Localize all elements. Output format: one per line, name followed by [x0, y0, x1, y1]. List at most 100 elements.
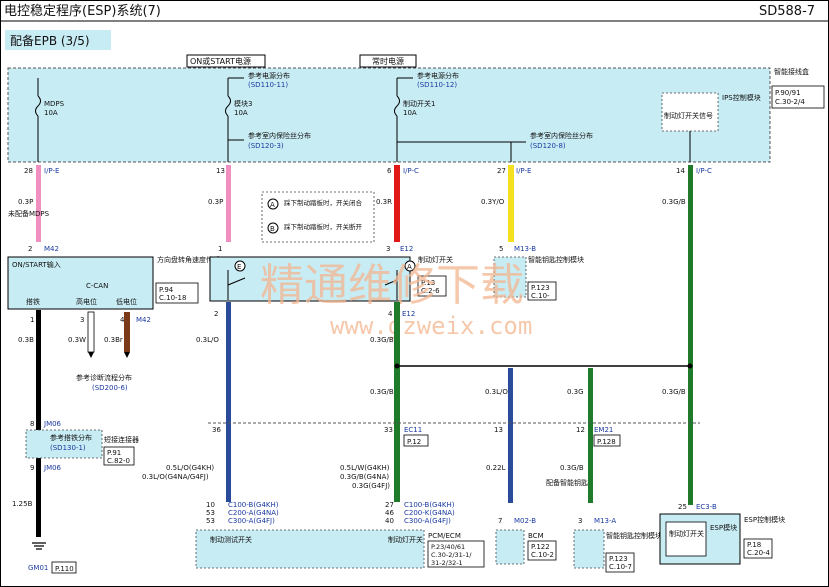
pin-jm06-a: JM06	[43, 420, 62, 428]
gm01-ref-box	[51, 561, 77, 574]
circle-a2-label: A	[407, 263, 412, 271]
smart-junction-ref2: C.30-2/4	[775, 98, 805, 106]
wire-module3-pink	[226, 165, 231, 242]
always-power-box	[359, 54, 417, 68]
pcm-test-sw: 制动测试开关	[210, 535, 252, 544]
pin-m13a-3: 3	[578, 517, 582, 525]
sas-gnd: 搭铁	[26, 297, 40, 306]
joint-ref-box	[103, 446, 135, 466]
pin-sas1: 1	[30, 316, 34, 324]
pcm-conn3: C300-A(G4FJ)	[228, 517, 275, 525]
pcm-ref2: C.30-2/31-1/	[431, 551, 472, 559]
brake-sw-ref2: C.2-6	[421, 287, 440, 295]
pin-sw4: 4	[388, 310, 393, 318]
wire-03yo: 0.3Y/O	[481, 198, 505, 206]
circle-a	[267, 198, 279, 210]
joint-name: 短接连接器	[104, 435, 139, 444]
pin-sas3: 3	[80, 316, 84, 324]
diag-code[interactable]: (SD200-6)	[92, 384, 128, 392]
pin-12: 12	[576, 426, 585, 434]
circle-b-label: B	[270, 225, 275, 233]
esp-name: ESP控制模块	[744, 515, 785, 524]
smart-junction-title: 智能接线盒	[774, 67, 809, 76]
brake-sw-ref1: P.13	[421, 279, 435, 287]
circle-b	[267, 222, 279, 234]
mdps-fuse-amp: 10A	[44, 109, 58, 117]
bcm-ref2: C.10-2	[531, 551, 554, 559]
esp-box-label: 制动灯开关	[669, 529, 704, 538]
sas-low: 低电位	[116, 297, 137, 306]
pcm-box	[195, 529, 425, 569]
sas-ref-box	[155, 282, 199, 304]
brake-sw-name: 制动灯开关	[418, 255, 453, 264]
pin-c10: 10	[206, 501, 215, 509]
smart-junction-box	[7, 67, 771, 163]
pin-33: 33	[384, 426, 393, 434]
bcm-ref-box	[527, 540, 557, 561]
page-title: 电控稳定程序(ESP)系统(7)	[4, 3, 161, 19]
wire-03p-a: 0.3P	[18, 198, 33, 206]
sas-name: 方向盘转角速度传感器	[157, 255, 227, 264]
ec11-ref-box	[403, 434, 429, 447]
subtitle: 配备EPB (3/5)	[10, 34, 90, 48]
smart-junction-ref1: P.90/91	[775, 89, 801, 97]
circle-a2	[404, 260, 416, 272]
wire-mdps-pink	[36, 165, 41, 242]
pin-ec3b: EC3-B	[696, 503, 717, 511]
pin-c40: 40	[385, 517, 394, 525]
pin-em21: EM21	[594, 426, 613, 434]
pin-sas-1: 1	[218, 245, 222, 253]
subtitle-box	[5, 30, 111, 50]
esp-ref-box	[743, 538, 773, 559]
brake-sw-ref-box	[417, 275, 447, 297]
brake-fuse-symbol	[394, 95, 400, 117]
pin-c46: 46	[385, 509, 394, 517]
wire-03g: 0.3G	[567, 388, 584, 396]
diag-label: 参考诊断流程分布	[76, 373, 132, 382]
pin-13b: 13	[494, 426, 503, 434]
wire-03gb3: 0.3G/B	[370, 388, 394, 396]
pin-m13b: M13-B	[514, 245, 536, 253]
pin-6: 6	[387, 167, 392, 175]
pcm-conn1: C100-B(G4KH)	[228, 501, 279, 509]
power-dist1-code[interactable]: (SD110-11)	[248, 81, 288, 89]
wire-03br: 0.3Br	[104, 336, 123, 344]
joint-box	[25, 429, 103, 459]
pcm-conn2: C200-A(G4NA)	[228, 509, 279, 517]
not-mdps-1: 未配备MDPS	[8, 209, 50, 218]
esp-box2-label: ESP模块	[710, 523, 737, 532]
joint-ref1: P.91	[107, 449, 121, 457]
ground-code[interactable]: (SD130-1)	[50, 444, 86, 452]
pin-gm01: GM01	[28, 564, 48, 572]
wire-03w: 0.3W	[68, 336, 86, 344]
pcm-r2: 0.3G/B(G4NA)	[340, 473, 389, 481]
pin-m13a: M13-A	[594, 517, 616, 525]
pcm-conn6: C300-A(G4FJ)	[404, 517, 451, 525]
junction-dot-1	[394, 363, 400, 369]
pcm-ref-box	[427, 540, 485, 568]
smart-junction-ref-box	[771, 85, 825, 109]
pcm-r1: 0.5L/W(G4KH)	[340, 464, 390, 472]
brake-signal-box	[661, 92, 719, 132]
page-code: SD588-7	[759, 4, 815, 19]
sas-ref2: C.10-18	[159, 294, 186, 302]
wire-03p-b: 0.3P	[208, 198, 223, 206]
pin-14: 14	[676, 167, 685, 175]
indoor-fuse1-code[interactable]: (SD120-3)	[248, 142, 284, 150]
module3-fuse-name: 模块3	[234, 99, 252, 108]
power-dist2-code[interactable]: (SD110-12)	[417, 81, 457, 89]
junction-dot-2	[687, 363, 693, 369]
wire-bcm-navy	[508, 368, 513, 503]
wire-03gb4: 0.3G/B	[560, 464, 584, 472]
em21-ref-box	[593, 434, 621, 447]
sas-ref1: P.94	[159, 286, 174, 294]
ground-symbol	[32, 542, 46, 550]
pin-sas4: 4	[120, 316, 125, 324]
indoor-fuse2-code[interactable]: (SD120-8)	[530, 142, 566, 150]
wire-03lo: 0.3L/O	[196, 336, 219, 344]
wire-smartkey2-green	[588, 368, 593, 503]
pin-ec11: EC11	[404, 426, 422, 434]
note-b: 踩下制动踏板时，开关断开	[284, 222, 363, 231]
brake-fuse-name: 制动开关1	[403, 99, 435, 108]
